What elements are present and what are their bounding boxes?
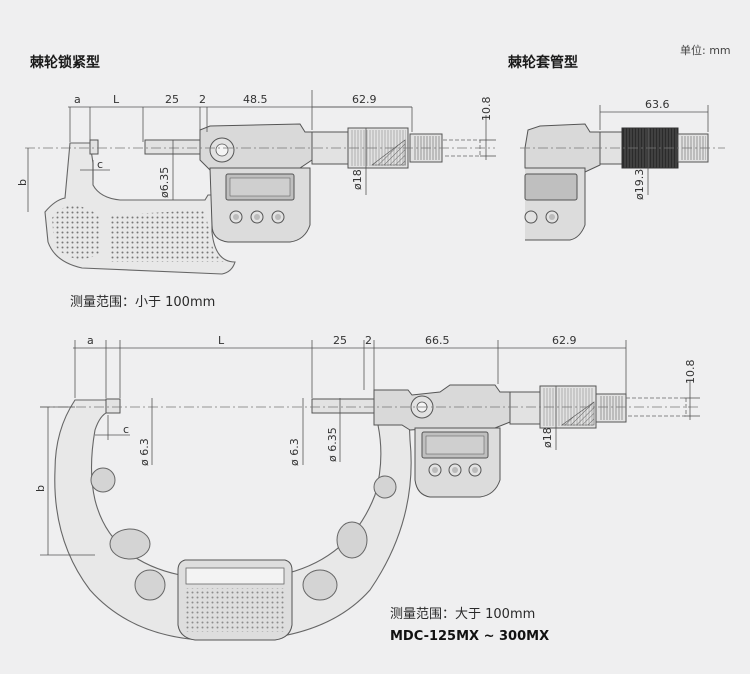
dim-dia-6-35-top: ø6.35 <box>158 167 171 198</box>
sleeve-micrometer <box>520 123 725 241</box>
large-anvil <box>105 398 121 414</box>
dim-dia-19-3: ø19.3 <box>633 169 646 200</box>
dim-66-5-bottom: 66.5 <box>425 334 450 347</box>
small-anvil <box>89 139 99 155</box>
large-micrometer <box>40 384 700 641</box>
large-dimensions: a L 25 2 66.5 62.9 10.8 c b ø 6.3 ø 6.3 … <box>34 334 700 556</box>
frame-hole-2 <box>109 528 151 560</box>
small-micrometer <box>25 123 495 275</box>
dim-10-8-bottom: 10.8 <box>684 360 697 385</box>
dim-2-bottom: 2 <box>365 334 372 347</box>
small-spindle <box>144 139 208 155</box>
dim-a-top: a <box>74 93 81 106</box>
frame-hole-3 <box>373 475 397 499</box>
sleeve-button-1 <box>524 210 538 224</box>
dim-63-6: 63.6 <box>645 98 670 111</box>
dim-dia-6-3-left: ø 6.3 <box>138 438 151 466</box>
dim-62-9-top: 62.9 <box>352 93 377 106</box>
dim-48-5-top: 48.5 <box>243 93 268 106</box>
dim-b-top: b <box>16 179 29 186</box>
caption-model: MDC-125MX ~ 300MX <box>390 629 549 644</box>
large-sleeve <box>509 391 541 425</box>
frame-hole-5 <box>302 569 338 601</box>
dim-c-top: c <box>97 158 103 171</box>
dim-L-bottom: L <box>218 334 225 347</box>
dim-L-top: L <box>113 93 120 106</box>
dim-a-bottom: a <box>87 334 94 347</box>
unit-label: 单位: mm <box>680 43 731 57</box>
title-ratchet-sleeve: 棘轮套管型 <box>508 54 578 71</box>
caption-small-range: 测量范围：小于 100mm <box>70 295 215 310</box>
small-dimensions: a L 25 2 48.5 62.9 10.8 c b ø6.35 ø18 <box>16 90 496 212</box>
caption-large-range: 测量范围：大于 100mm <box>390 607 535 622</box>
frame-hole-4 <box>336 521 368 559</box>
frame-hole-6 <box>134 569 166 601</box>
sleeve-lcd-screen <box>524 173 578 201</box>
dim-dia-6-3-mid: ø 6.3 <box>288 438 301 466</box>
dim-dia-6-35-bottom: ø 6.35 <box>326 427 339 462</box>
dim-2-top: 2 <box>199 93 206 106</box>
dim-10-8-top: 10.8 <box>480 97 493 122</box>
dim-62-9-bottom: 62.9 <box>552 334 577 347</box>
small-grip-dots-left <box>52 204 100 260</box>
dim-c-bottom: c <box>123 423 129 436</box>
title-ratchet-lock: 棘轮锁紧型 <box>30 54 100 71</box>
small-grip-dots-right <box>110 210 225 262</box>
dim-dia-18-bottom: ø18 <box>541 427 554 448</box>
large-housing <box>373 384 511 431</box>
frame-hole-1 <box>90 467 116 493</box>
large-spindle <box>311 398 375 414</box>
dim-25-bottom: 25 <box>333 334 347 347</box>
sleeve-dimensions: 63.6 ø19.3 <box>599 98 709 200</box>
dim-b-bottom: b <box>34 485 47 492</box>
dim-dia-18-top: ø18 <box>351 169 364 190</box>
dim-25-top: 25 <box>165 93 179 106</box>
